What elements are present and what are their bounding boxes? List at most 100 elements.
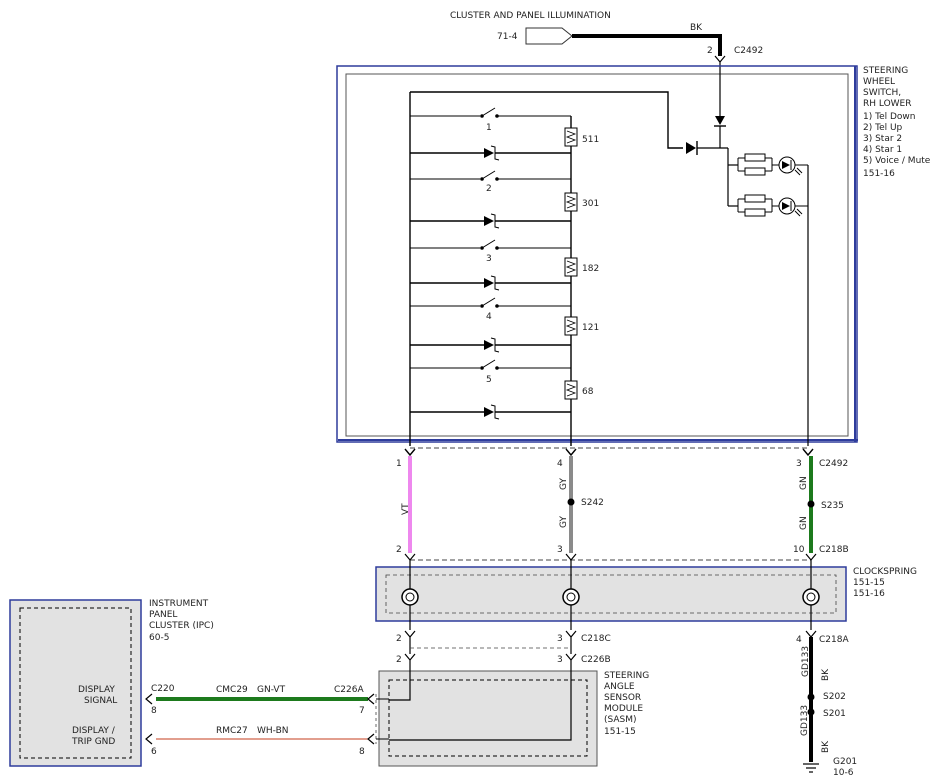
resistor-icon (744, 194, 766, 203)
c218c-connector: C218C (581, 634, 611, 644)
splice-s242-icon (567, 498, 575, 506)
ipc-ref: 60-5 (149, 633, 169, 643)
source-pin-chevron-icon (714, 55, 726, 63)
swm-title-1: STEERING (863, 66, 908, 76)
switch-2-icon (481, 170, 496, 180)
sasm-ref: 151-15 (604, 727, 636, 737)
swm-title-3: SWITCH, (863, 88, 901, 98)
sasm-box (378, 670, 598, 767)
ipc-title-3: CLUSTER (IPC) (149, 621, 214, 631)
switch-4-icon (481, 297, 496, 307)
ground-ref: 10-6 (833, 768, 854, 778)
c226b-mid-pin: 3 (557, 655, 563, 665)
sasm-title-5: (SASM) (604, 715, 637, 725)
mid-pin-chevron-icon (565, 448, 577, 457)
display-signal-line-1: DISPLAY (78, 685, 115, 695)
swm-title-2: WHEEL (863, 77, 895, 87)
source-pin: 2 (707, 46, 713, 56)
left-pin-top: 1 (396, 459, 402, 469)
c218c-left-pin: 2 (396, 634, 402, 644)
swm-ref: 151-16 (863, 169, 895, 179)
switch-1-icon (481, 107, 496, 117)
resistor-icon (744, 208, 766, 217)
clockspring-ref-2: 151-16 (853, 589, 885, 599)
ipc-title-1: INSTRUMENT (149, 599, 209, 609)
clockspring-coil-icon (802, 588, 820, 606)
swm-outer-frame (336, 65, 858, 443)
splice-s201-label: S201 (823, 709, 846, 719)
c226b-connector: C226B (581, 655, 611, 665)
ipc-box (9, 599, 142, 767)
trip-color: WH-BN (257, 726, 289, 736)
diode-icon (686, 142, 696, 154)
splice-s235-label: S235 (821, 501, 844, 511)
switch-3-icon (481, 239, 496, 249)
switch-3-label: 3 (486, 254, 492, 264)
zener-diode-icon (484, 216, 494, 226)
resistor-301-icon (564, 192, 578, 212)
zener-diode-icon (484, 148, 494, 158)
switch-5-label: 5 (486, 375, 492, 385)
c218c-mid-pin: 3 (557, 634, 563, 644)
signal-circuit: CMC29 (216, 685, 248, 695)
swm-function-3: 3) Star 2 (863, 134, 902, 144)
trip-pin-sasm: 8 (359, 747, 365, 757)
gy-wire-color-bottom: GY (559, 515, 569, 528)
source-title: CLUSTER AND PANEL ILLUMINATION (450, 11, 611, 21)
resistor-icon (744, 153, 766, 162)
sasm-title-2: ANGLE (604, 682, 635, 692)
ipc-pin-trip: 6 (151, 747, 157, 757)
right-pin-bottom: 10 (793, 545, 805, 555)
sasm-title-1: STEERING (604, 671, 649, 681)
swm-inner-frame (345, 73, 849, 437)
left-pin-chevron-icon (404, 448, 416, 457)
splice-s235-icon (807, 500, 815, 508)
swm-function-2: 2) Tel Up (863, 123, 903, 133)
splice-s201-icon (807, 708, 815, 716)
switch-5-icon (481, 359, 496, 369)
switch-1-label: 1 (486, 123, 492, 133)
top-bus (410, 91, 683, 149)
resistor-182-label: 182 (582, 264, 599, 274)
sasm-title-3: SENSOR (604, 693, 641, 703)
swm-function-4: 4) Star 1 (863, 145, 902, 155)
clockspring-coil-icon (562, 588, 580, 606)
zener-diode-icon (484, 407, 494, 417)
ground-id: G201 (833, 757, 857, 767)
splice-s202-icon (807, 693, 815, 701)
c226b-left-pin: 2 (396, 655, 402, 665)
mid-pin-bottom: 3 (557, 545, 563, 555)
sasm-title-4: MODULE (604, 704, 643, 714)
mid-pin-top: 4 (557, 459, 563, 469)
signal-connector: C226A (334, 685, 364, 695)
gd133-bottom: GD133 (800, 705, 810, 736)
resistor-511-label: 511 (582, 135, 599, 145)
source-wire-color: BK (690, 23, 703, 33)
resistor-182-icon (564, 257, 578, 277)
vt-wire-color: VT (401, 503, 411, 515)
clockspring-title: CLOCKSPRING (853, 567, 917, 577)
signal-pin-sasm: 7 (359, 706, 365, 716)
resistor-68-icon (564, 380, 578, 400)
resistor-301-label: 301 (582, 199, 599, 209)
swm-function-5: 5) Voice / Mute (863, 156, 931, 166)
c218a-pin: 4 (796, 635, 802, 645)
clockspring-box (375, 566, 847, 622)
ipc-connector: C220 (151, 684, 175, 694)
diode-icon (715, 116, 725, 125)
ipc-title-2: PANEL (149, 610, 177, 620)
source-ref: 71-4 (497, 32, 518, 42)
switch-2-label: 2 (486, 184, 492, 194)
left-pin-bottom: 2 (396, 545, 402, 555)
signal-color: GN-VT (257, 685, 286, 695)
right-connector-top: C2492 (819, 459, 848, 469)
gn-wire-color-bottom: GN (799, 516, 809, 530)
resistor-121-label: 121 (582, 323, 599, 333)
gn-wire-color-top: GN (799, 476, 809, 490)
trip-circuit: RMC27 (216, 726, 248, 736)
right-pin-chevron-icon (802, 448, 814, 457)
resistor-121-icon (564, 316, 578, 336)
display-trip-line-2: TRIP GND (71, 737, 115, 747)
source-connector: C2492 (734, 46, 763, 56)
